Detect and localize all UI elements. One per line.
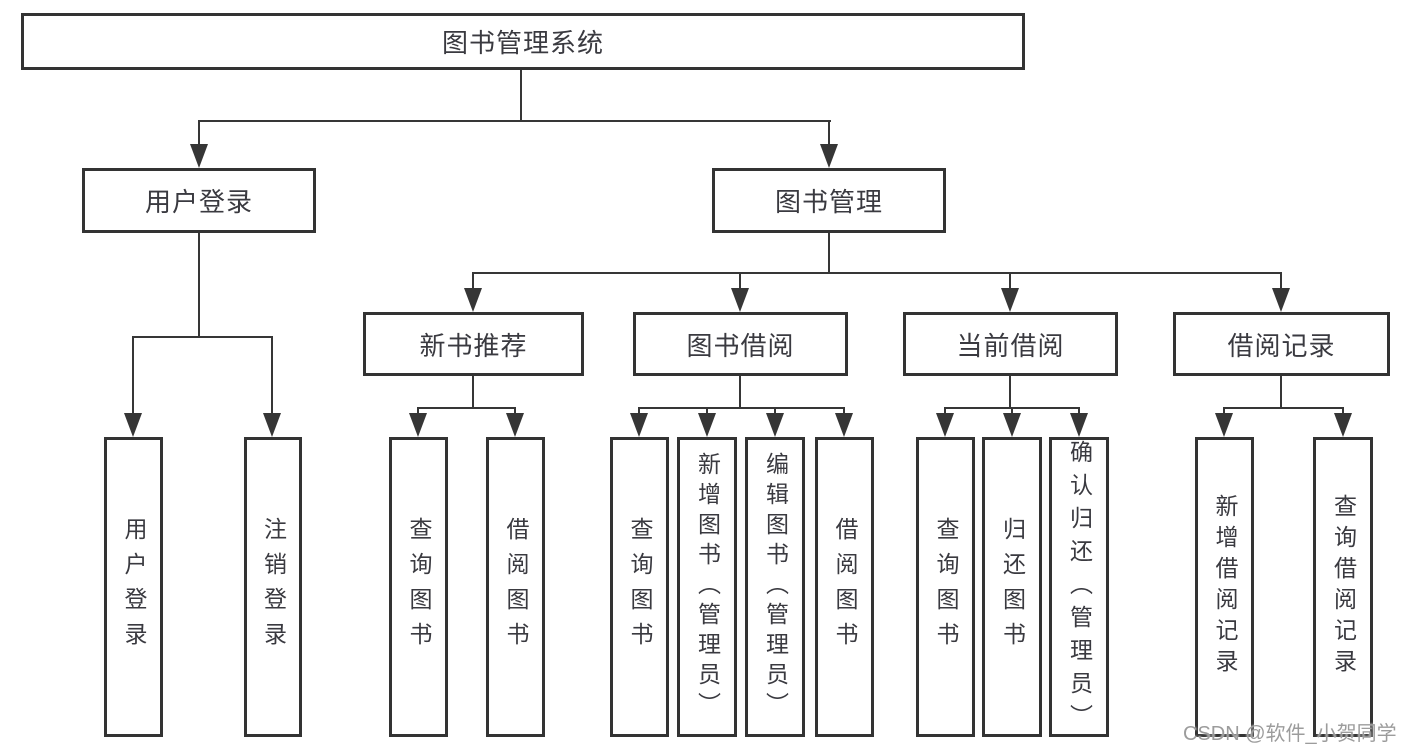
connector-line — [1078, 407, 1080, 414]
connector-line — [417, 407, 516, 409]
connector-line — [706, 407, 708, 414]
arrow-down-icon — [1070, 413, 1088, 437]
connector-line — [843, 407, 845, 414]
leaf-label: 编辑图书（管理员） — [762, 452, 789, 722]
connector-line — [271, 336, 273, 413]
leaf-label: 查询图书 — [627, 517, 653, 657]
arrow-down-icon — [1215, 413, 1233, 437]
arrow-down-icon — [698, 413, 716, 437]
connector-line — [638, 407, 845, 409]
connector-line — [1009, 376, 1011, 407]
connector-line — [1223, 407, 1225, 414]
leaf-borrowing-add-books-admin: 新增图书（管理员） — [677, 437, 737, 737]
connector-line — [520, 69, 522, 121]
connector-line — [828, 233, 830, 272]
leaf-label: 借阅图书 — [832, 517, 858, 657]
arrow-down-icon — [506, 413, 524, 437]
node-user-login: 用户登录 — [82, 168, 316, 233]
node-book-management: 图书管理 — [712, 168, 946, 233]
arrow-down-icon — [936, 413, 954, 437]
arrow-down-icon — [630, 413, 648, 437]
leaf-user-login: 用户登录 — [104, 437, 163, 737]
arrow-down-icon — [124, 413, 142, 437]
arrow-down-icon — [409, 413, 427, 437]
leaf-current-return-books: 归还图书 — [982, 437, 1042, 737]
node-label: 借阅记录 — [1227, 330, 1336, 361]
connector-line — [472, 272, 474, 288]
connector-line — [1223, 407, 1343, 409]
leaf-label: 新增图书（管理员） — [694, 452, 721, 722]
node-library-system: 图书管理系统 — [21, 13, 1025, 70]
node-label: 新书推荐 — [419, 330, 528, 361]
connector-line — [828, 120, 830, 144]
connector-line — [198, 120, 831, 122]
connector-line — [1280, 376, 1282, 407]
arrow-down-icon — [1272, 288, 1290, 312]
leaf-label: 确认归还（管理员） — [1066, 440, 1093, 737]
leaf-label: 查询图书 — [406, 517, 432, 657]
node-borrowing-records: 借阅记录 — [1173, 312, 1390, 376]
leaf-records-add-borrow-record: 新增借阅记录 — [1195, 437, 1254, 737]
connector-line — [198, 233, 200, 336]
arrow-down-icon — [263, 413, 281, 437]
connector-line — [132, 336, 134, 413]
arrow-down-icon — [766, 413, 784, 437]
leaf-label: 新增借阅记录 — [1212, 494, 1238, 680]
leaf-current-confirm-return-admin: 确认归还（管理员） — [1049, 437, 1109, 737]
leaf-borrowing-query-books: 查询图书 — [610, 437, 669, 737]
connector-line — [198, 120, 200, 144]
csdn-watermark: CSDN @软件_小贺同学 — [1183, 723, 1397, 745]
arrow-down-icon — [190, 144, 208, 168]
arrow-down-icon — [464, 288, 482, 312]
node-label: 用户登录 — [144, 187, 253, 217]
connector-line — [739, 376, 741, 407]
connector-line — [1280, 272, 1282, 288]
connector-line — [132, 336, 273, 338]
node-label: 图书管理 — [774, 187, 883, 217]
connector-line — [472, 272, 1282, 274]
connector-line — [1009, 272, 1011, 288]
arrow-down-icon — [731, 288, 749, 312]
node-label: 图书借阅 — [686, 330, 795, 361]
connector-line — [472, 376, 474, 407]
leaf-logout: 注销登录 — [244, 437, 302, 737]
node-label: 图书管理系统 — [441, 28, 604, 58]
leaf-borrowing-edit-books-admin: 编辑图书（管理员） — [745, 437, 805, 737]
node-current-borrowing: 当前借阅 — [903, 312, 1118, 376]
arrow-down-icon — [835, 413, 853, 437]
leaf-borrowing-borrow-books: 借阅图书 — [815, 437, 874, 737]
leaf-recommend-borrow-books: 借阅图书 — [486, 437, 545, 737]
connector-line — [1342, 407, 1344, 414]
node-label: 当前借阅 — [956, 330, 1065, 361]
node-new-book-recommend: 新书推荐 — [363, 312, 584, 376]
leaf-label: 归还图书 — [999, 517, 1026, 657]
leaf-records-query-borrow-record: 查询借阅记录 — [1313, 437, 1373, 737]
arrow-down-icon — [1334, 413, 1352, 437]
leaf-current-query-books: 查询图书 — [916, 437, 975, 737]
connector-line — [1011, 407, 1013, 414]
connector-line — [638, 407, 640, 414]
leaf-label: 查询借阅记录 — [1330, 494, 1357, 680]
arrow-down-icon — [1003, 413, 1021, 437]
connector-line — [739, 272, 741, 288]
connector-line — [417, 407, 419, 414]
leaf-recommend-query-books: 查询图书 — [389, 437, 448, 737]
leaf-label: 借阅图书 — [503, 517, 529, 657]
connector-line — [944, 407, 946, 414]
node-book-borrowing: 图书借阅 — [633, 312, 848, 376]
connector-line — [514, 407, 516, 414]
leaf-label: 注销登录 — [260, 517, 287, 657]
connector-line — [774, 407, 776, 414]
leaf-label: 查询图书 — [933, 517, 959, 657]
arrow-down-icon — [1001, 288, 1019, 312]
leaf-label: 用户登录 — [121, 517, 147, 657]
arrow-down-icon — [820, 144, 838, 168]
